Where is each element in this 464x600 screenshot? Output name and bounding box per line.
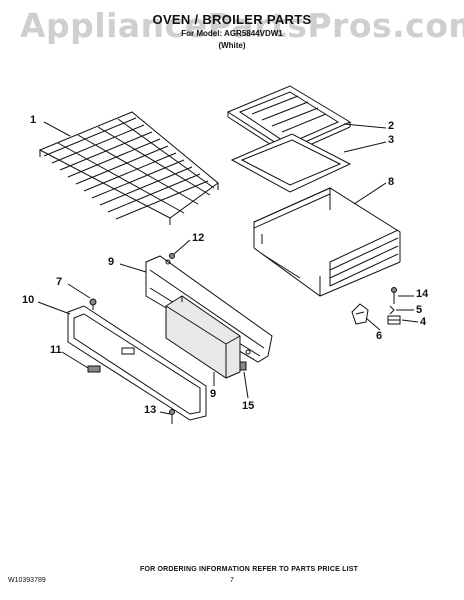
callout-15: 15 [242,400,255,412]
callout-11: 11 [50,344,62,356]
broiler-pan-part [230,133,352,193]
page-title: OVEN / BROILER PARTS [152,12,312,27]
watermark: AppliancePartsPros.com [20,6,464,45]
oven-rack-part [38,111,219,225]
screw-7-part [89,298,97,310]
model-subtitle: For Model: AGR5844VDW1 [181,29,283,38]
spring-5-part [389,305,395,315]
clip-4-part [387,315,401,325]
callout-12: 12 [192,232,205,244]
callout-4: 4 [420,316,427,328]
callout-7: 7 [56,276,63,288]
callout-6: 6 [376,330,383,342]
broiler-pan-insert-part [226,85,352,156]
callout-9-upper: 9 [108,256,115,268]
bracket-6-part [351,303,369,325]
page-number: 7 [230,577,234,584]
callout-8: 8 [388,176,395,188]
insulation-block-part [165,295,241,379]
drawer-front-part [67,305,207,421]
ordering-note: FOR ORDERING INFORMATION REFER TO PARTS … [140,566,359,573]
document-code: W10393789 [8,577,46,584]
screw-12-part [169,253,175,259]
screw-13-part [169,409,175,424]
callout-1: 1 [30,114,37,126]
callout-13: 13 [144,404,157,416]
handle-clip-11-part [87,365,101,373]
callout-2: 2 [388,120,395,132]
clip-15-part [239,361,247,371]
drawer-body-part [253,187,401,297]
callout-9-lower: 9 [210,388,217,400]
callout-10: 10 [22,294,35,306]
screw-14-part [391,287,397,304]
color-variant: (White) [218,41,246,50]
callout-14: 14 [416,288,429,300]
callout-5: 5 [416,304,423,316]
callout-3: 3 [388,134,395,146]
